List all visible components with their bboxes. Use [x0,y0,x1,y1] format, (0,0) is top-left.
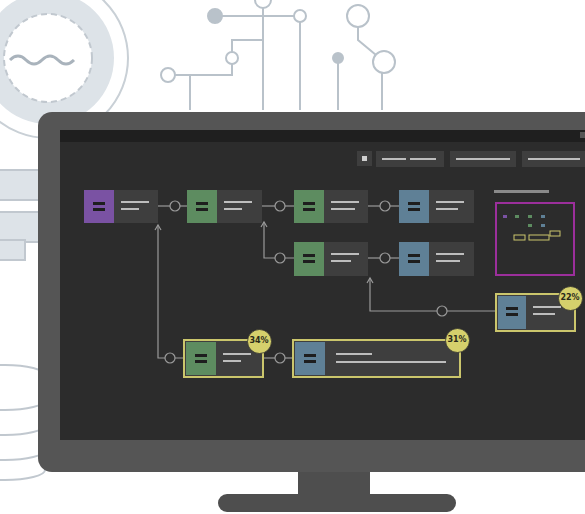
circuit-lines [161,0,395,110]
graph-wires [155,201,496,363]
percent-badge: 22% [558,286,583,311]
purple-box [84,190,158,223]
graph-boxes [84,190,575,377]
green-box [294,190,368,223]
green-box [187,190,262,223]
percent-text: 34% [249,337,268,345]
blue-box [399,242,474,276]
minimap [494,190,574,275]
percent-text: 31% [447,336,466,344]
yellow-box [293,340,460,377]
percent-badge: 34% [247,329,272,354]
blue-box [399,190,474,223]
toolbar [357,151,585,167]
green-box [294,242,368,276]
percent-text: 22% [560,294,579,302]
percent-badge: 31% [445,328,470,353]
monitor [38,112,585,512]
